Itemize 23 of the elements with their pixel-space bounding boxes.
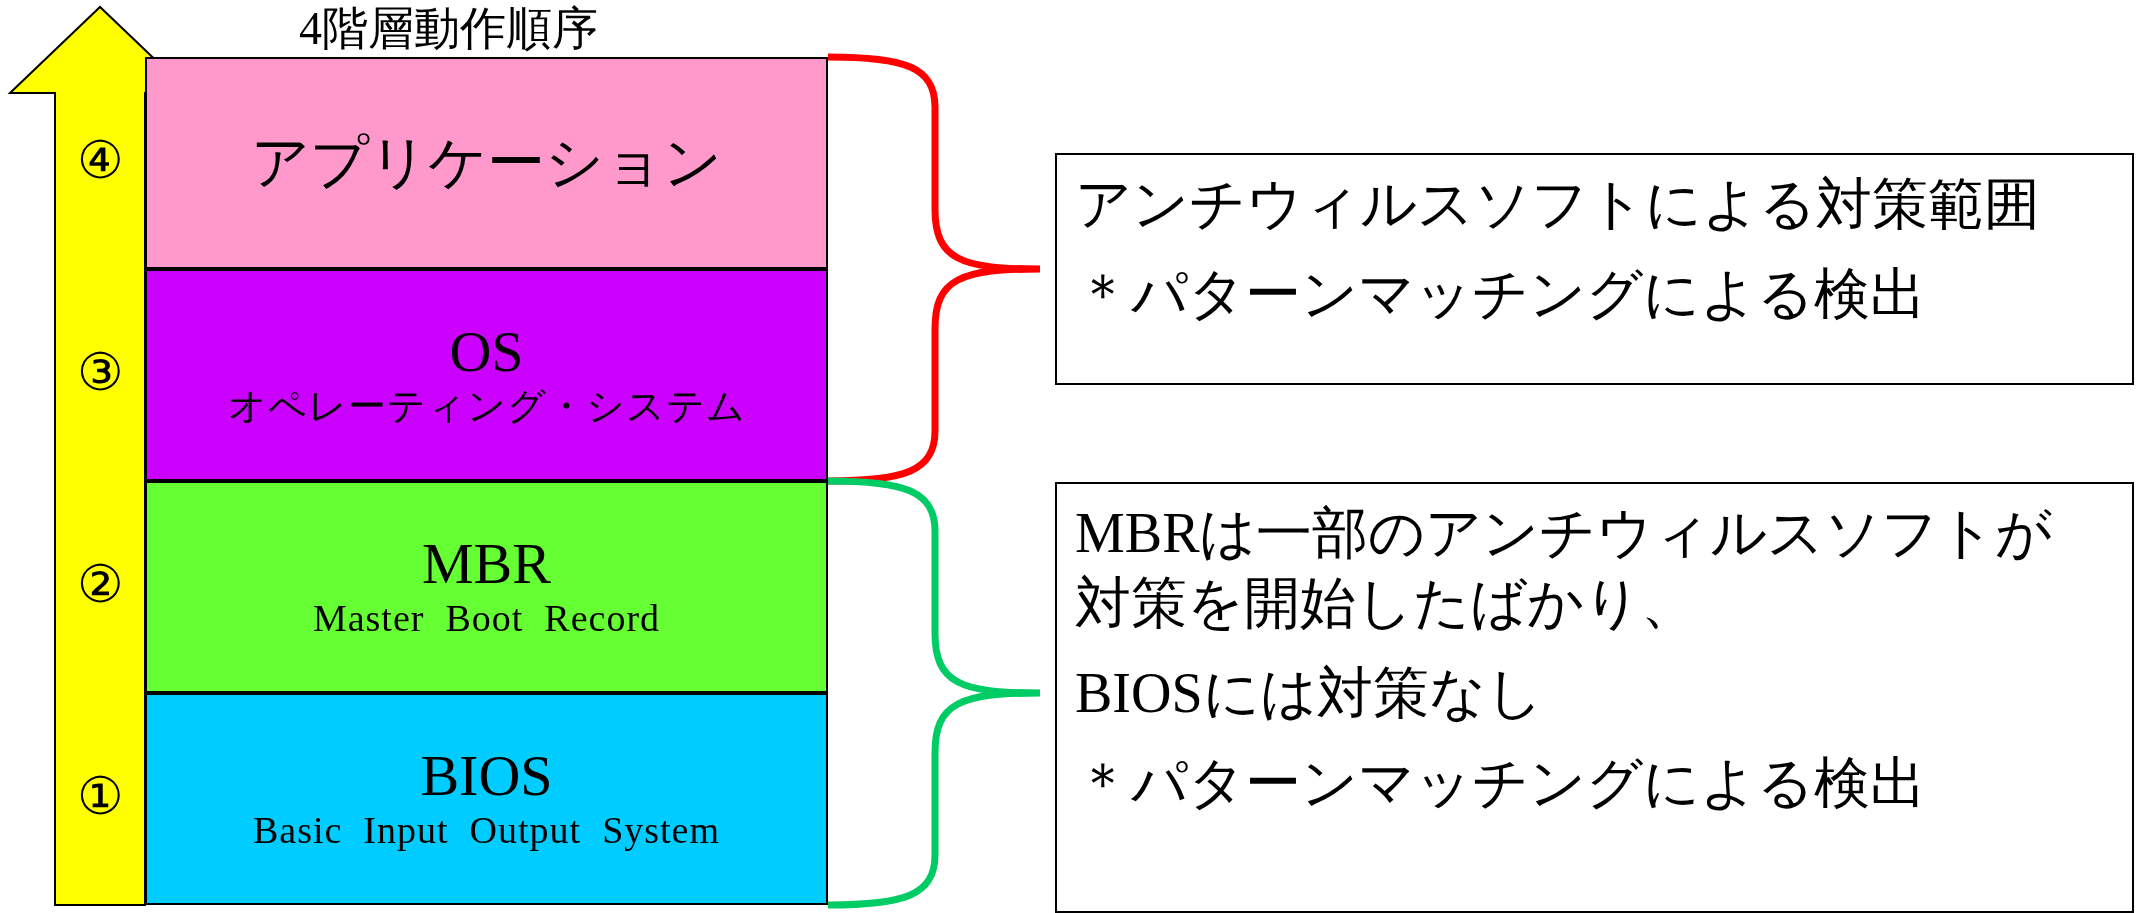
note-text: ＊パターンマッチングによる検出 <box>1075 262 1927 327</box>
layer-box <box>145 57 828 269</box>
note-text: アンチウィルスソフトによる対策範囲 <box>1075 172 2041 237</box>
layer-title: アプリケーション <box>251 131 722 195</box>
step-number: ③ <box>75 347 125 399</box>
note-text: BIOSには対策なし <box>1075 661 1544 726</box>
note-text: MBRは一部のアンチウィルスソフトが対策を開始したばかり、 <box>1075 501 2054 636</box>
layer-box <box>145 269 828 481</box>
note-text: ＊パターンマッチングによる検出 <box>1075 751 1927 816</box>
layer-box <box>145 481 828 693</box>
note-box <box>1055 482 2134 913</box>
step-number: ② <box>75 559 125 611</box>
layer-title: OS <box>449 320 524 385</box>
layer-title: BIOS <box>420 744 553 809</box>
layer-box <box>145 693 828 905</box>
diagram-title: 4階層動作順序 <box>298 4 599 55</box>
step-number: ① <box>75 771 125 823</box>
step-number: ④ <box>75 135 125 187</box>
layer-subtitle: Basic Input Output System <box>252 808 721 854</box>
layer-title: MBR <box>422 532 551 597</box>
layer-subtitle: オペレーティング・システム <box>227 384 746 430</box>
note-box <box>1055 153 2134 385</box>
layer-subtitle: Master Boot Record <box>312 596 661 642</box>
